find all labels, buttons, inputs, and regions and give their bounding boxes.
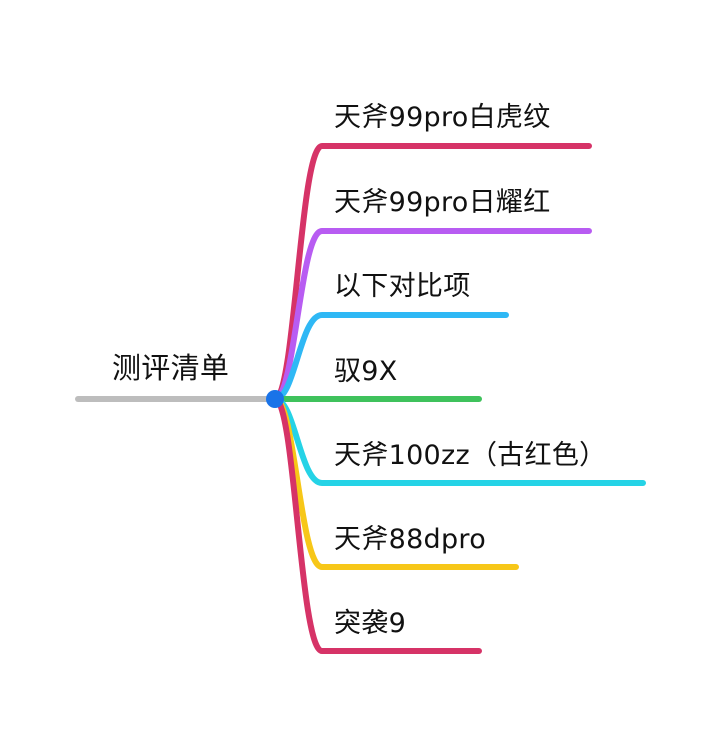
center-node[interactable]: [266, 390, 284, 408]
branch-line-6: [272, 396, 482, 654]
branch-label-4[interactable]: 天斧100zz（古红色）: [334, 440, 607, 471]
branch-label-1[interactable]: 天斧99pro日耀红: [334, 187, 551, 218]
branch-label-5[interactable]: 天斧88dpro: [334, 524, 487, 555]
branch-label-2[interactable]: 以下对比项: [334, 271, 471, 302]
branch-label-3[interactable]: 驭9X: [334, 356, 398, 387]
branch-label-6[interactable]: 突袭9: [334, 608, 407, 639]
root-topic-label[interactable]: 测评清单: [112, 351, 230, 385]
branch-label-0[interactable]: 天斧99pro白虎纹: [334, 102, 551, 133]
